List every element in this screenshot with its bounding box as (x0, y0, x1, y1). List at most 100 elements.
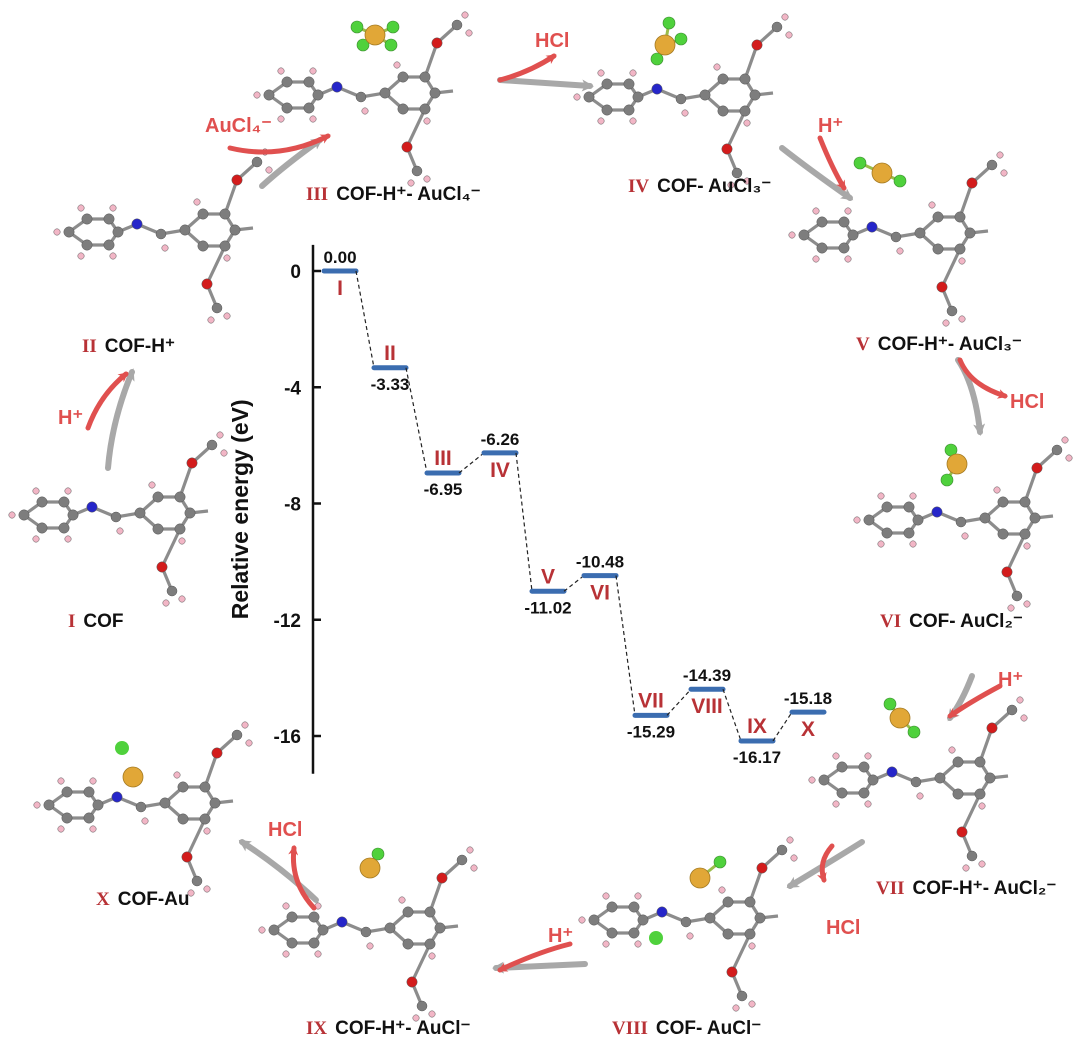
connector-line (405, 367, 428, 474)
connector-line (666, 688, 692, 716)
energy-value-label: -11.02 (524, 598, 571, 617)
caption-vi: VI COF- AuCl₂⁻ (880, 611, 1023, 632)
molecule-ii (53, 148, 273, 324)
caption-label: COF-H⁺- AuCl₂⁻ (913, 878, 1057, 899)
caption-label: COF (83, 611, 123, 632)
reagent-hcl-viii: HCl (826, 917, 860, 939)
connector-line (615, 575, 636, 716)
gold-complex (689, 855, 727, 889)
caption-label: COF-H⁺- AuCl₃⁻ (878, 334, 1022, 355)
energy-value-label: -10.48 (576, 553, 624, 572)
caption-label: COF- AuCl₂⁻ (909, 611, 1023, 632)
connector-line (515, 452, 533, 592)
arrow-hcl-out-x (288, 845, 317, 911)
caption-label: COF-H⁺ (105, 336, 175, 357)
reagent-hcl-iv: HCl (535, 30, 569, 52)
reagent-hcl-vi: HCl (1010, 391, 1044, 413)
connector-line (772, 711, 793, 742)
energy-step-label: IV (490, 459, 510, 482)
connector-line (722, 689, 742, 742)
arrow-h-plus-in-ii (85, 371, 129, 431)
reagent-h-plus-vii: H⁺ (998, 669, 1023, 691)
molecule-iv (573, 13, 793, 189)
caption-roman: IX (306, 1018, 327, 1039)
arrow-hcl-out-viii (817, 843, 835, 883)
caption-i: I COF (68, 611, 124, 632)
caption-x: X COF-Au (96, 889, 190, 910)
energy-value-label: -14.39 (683, 666, 731, 685)
caption-viii: VIII COF- AuCl⁻ (612, 1018, 761, 1039)
caption-label: COF-H⁺- AuCl₄⁻ (336, 184, 481, 205)
gold-complex (853, 156, 907, 188)
chlorine-atom (115, 741, 129, 755)
energy-value-label: -6.26 (481, 430, 520, 449)
molecule-ix (258, 846, 478, 1022)
molecule-layer (8, 11, 1073, 1022)
y-tick-label: -4 (284, 378, 301, 399)
energy-step-label: VI (590, 582, 610, 605)
gold-complex (350, 20, 400, 52)
molecule-x (33, 721, 253, 897)
caption-roman: VI (880, 611, 901, 632)
arrow-iv-to-v (779, 145, 854, 201)
energy-step-label: VIII (691, 695, 723, 718)
energy-step-label: I (337, 277, 343, 300)
caption-roman: VII (876, 878, 905, 899)
energy-value-label: -6.95 (424, 480, 463, 499)
gold-complex (883, 697, 921, 739)
y-tick-label: -12 (274, 611, 301, 632)
molecule-i (8, 431, 228, 607)
energy-step-label: II (384, 342, 396, 365)
energy-value-label: -3.33 (371, 375, 410, 394)
molecule-viii (578, 836, 798, 1012)
caption-label: COF-H⁺- AuCl⁻ (335, 1018, 470, 1039)
caption-roman: I (68, 611, 75, 632)
arrow-hcl-out-vi (957, 357, 1008, 399)
caption-label: COF- AuCl⁻ (656, 1018, 761, 1039)
molecule-vii (808, 696, 1028, 872)
caption-roman: VIII (612, 1018, 648, 1039)
caption-roman: X (96, 889, 110, 910)
reagent-h-plus-ix: H⁺ (548, 925, 573, 947)
caption-label: COF- AuCl₃⁻ (657, 176, 771, 197)
reagent-h-plus-v: H⁺ (818, 115, 843, 137)
caption-ix: IX COF-H⁺- AuCl⁻ (306, 1018, 471, 1039)
energy-value-label: -15.29 (627, 722, 675, 741)
arrow-h-plus-in-vii (947, 683, 1003, 719)
energy-step-label: VII (638, 689, 664, 712)
energy-value-label: -15.18 (784, 689, 832, 708)
molecule-v (788, 151, 1008, 327)
connector-line (458, 452, 485, 474)
connector-line (355, 270, 375, 368)
caption-label: COF-Au (118, 889, 190, 910)
arrow-h-plus-in-ix (497, 941, 573, 973)
energy-step-label: V (541, 565, 555, 588)
arrow-ix-to-x (238, 839, 319, 903)
connector-line (563, 575, 585, 592)
arrow-h-plus-in-v (817, 135, 847, 191)
caption-vii: VII COF-H⁺- AuCl₂⁻ (876, 878, 1056, 899)
arrow-layer (85, 53, 1008, 974)
reagent-hcl-x: HCl (268, 819, 302, 841)
energy-step-label: IX (747, 715, 767, 738)
energy-value-label: -16.17 (733, 748, 781, 767)
arrow-hcl-out-iv (497, 53, 557, 83)
arrow-vii-to-viii (786, 839, 865, 889)
molecule-iii (253, 11, 473, 187)
y-tick-label: 0 (290, 262, 301, 283)
gold-complex (359, 847, 385, 879)
gold-complex (122, 766, 144, 788)
energy-value-label: 0.00 (323, 248, 356, 267)
gold-complex (940, 443, 968, 487)
chlorine-atom (649, 931, 663, 945)
energy-step-label: X (801, 718, 815, 741)
arrow-iii-to-iv (497, 77, 594, 92)
y-tick-label: -16 (274, 727, 301, 748)
